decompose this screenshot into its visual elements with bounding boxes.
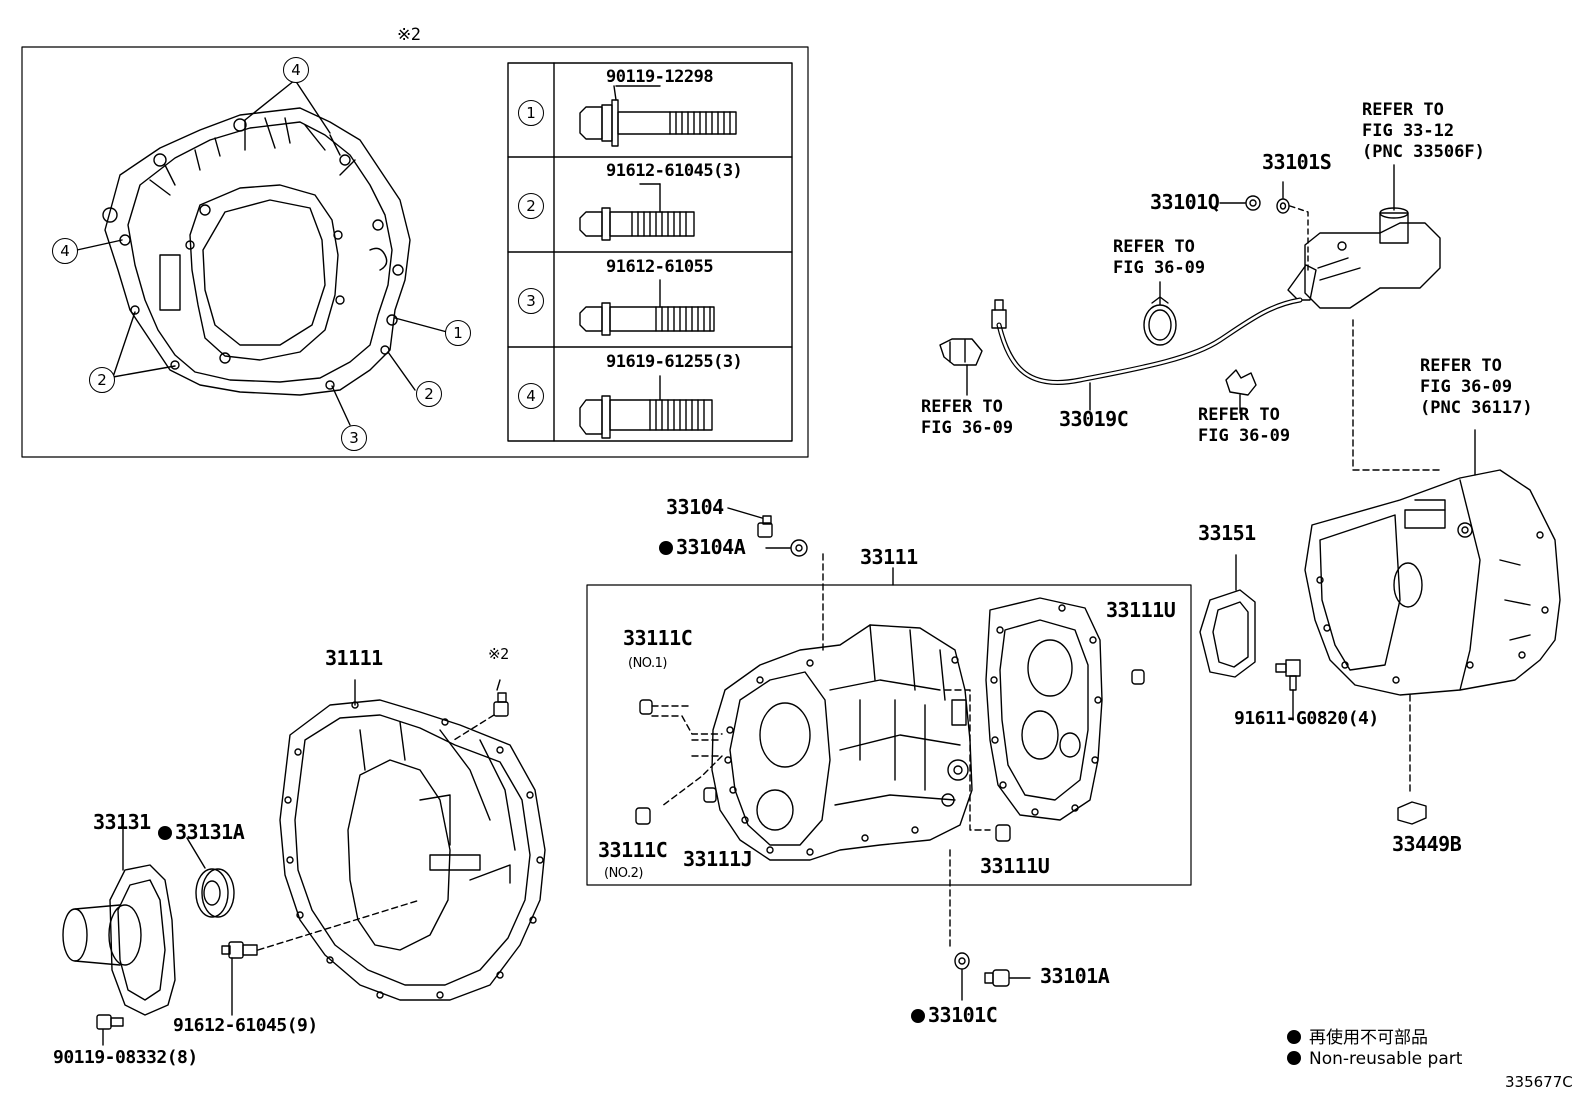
table-num-3: 3 [518,288,544,314]
table-part-4: 91619-61255(3) [606,352,743,372]
case-assembly-frame [586,584,1192,886]
label-33449B: 33449B [1392,832,1462,856]
label-33101C: 33101C [911,1005,998,1025]
label-33111: 33111 [860,545,918,569]
label-33111C-no1-sub: (NO.1) [628,656,667,671]
bolt-90119-drawing [96,1014,124,1030]
callout-2-left: 2 [89,367,115,393]
label-33111U-top: 33111U [1106,598,1176,622]
bolt-1-drawing [579,85,737,147]
extension-housing-drawing [1304,469,1561,696]
callout-1: 1 [445,320,471,346]
table-num-4: 4 [518,383,544,409]
refer-fig-36-09-clamp: REFER TO FIG 36-09 [1113,237,1206,278]
label-90119-08332: 90119-08332(8) [53,1047,198,1068]
label-33019C: 33019C [1059,407,1129,431]
bolt-91612-drawing [221,941,258,959]
label-91612-61045: 91612-61045(9) [173,1015,318,1036]
refer-fig-36-09-clip-left: REFER TO FIG 36-09 [921,397,1014,438]
label-33111J: 33111J [683,847,753,871]
plug-33101A-drawing [984,969,1010,987]
inset-frame [21,46,809,458]
label-33101S: 33101S [1262,150,1332,174]
label-33111U-bottom: 33111U [980,854,1050,878]
bolt-4-drawing [579,375,713,439]
hose-clip-2 [1225,369,1257,396]
bearing-retainer-drawing [62,864,176,1016]
gasket-33104A-drawing [790,539,808,557]
dowel-pins [635,669,1145,842]
figure-id: 335677C [1505,1073,1573,1091]
transmission-case-drawing [711,624,973,861]
refer-fig-36-09-extension: REFER TO FIG 36-09 (PNC 36117) [1420,356,1533,418]
refer-fig-36-09-clip-right: REFER TO FIG 36-09 [1198,405,1291,446]
plug-33449B-drawing [1397,801,1427,825]
label-33111C-no2-sub: (NO.2) [604,866,643,881]
label-33111C-no1: 33111C [623,626,693,650]
legend-bullet-icon [1287,1030,1301,1044]
table-part-2: 91612-61045(3) [606,161,743,181]
label-33101Q: 33101Q [1150,190,1220,214]
label-33111C-no2: 33111C [598,838,668,862]
label-mark2: ※2 [488,645,509,663]
refer-fig-33-12: REFER TO FIG 33-12 (PNC 33506F) [1362,100,1485,162]
label-91611-G0820: 91611-G0820(4) [1234,708,1379,729]
table-part-1: 90119-12298 [606,67,714,87]
hose-clip-1 [939,338,983,366]
inset-mark: ※2 [397,25,421,45]
table-part-3: 91612-61055 [606,257,714,277]
oil-seal-drawing [195,868,235,918]
gasket-33101C-drawing [954,952,970,970]
callout-3: 3 [341,425,367,451]
drain-plug-33104-drawing [757,515,773,538]
callout-4-top: 4 [283,57,309,83]
legend-en: Non-reusable part [1287,1049,1462,1069]
clutch-housing-drawing [279,699,546,1001]
label-33131A: 33131A [158,822,245,842]
callout-2-right: 2 [416,381,442,407]
legend-jp: 再使用不可部品 [1287,1023,1428,1048]
intermediate-plate-drawing [985,597,1103,821]
bolt-mark2-drawing [493,692,509,717]
table-num-1: 1 [518,100,544,126]
legend-bullet-icon [1287,1051,1301,1065]
label-31111: 31111 [325,646,383,670]
release-cylinder-drawing [1287,207,1441,309]
bolt-91611-drawing [1275,659,1301,691]
bolt-3-drawing [579,279,715,336]
bolt-2-drawing [579,183,695,241]
label-33104: 33104 [666,495,724,519]
table-num-2: 2 [518,193,544,219]
gasket-33151-drawing [1199,589,1256,678]
callout-4-left: 4 [52,238,78,264]
label-33151: 33151 [1198,521,1256,545]
bell-housing-inset-drawing [102,107,411,396]
label-33131: 33131 [93,810,151,834]
bleeder-plug-drawing [1245,195,1290,214]
clutch-hose-drawing [991,297,1303,386]
label-33101A: 33101A [1040,964,1110,988]
label-33104A: 33104A [659,537,746,557]
